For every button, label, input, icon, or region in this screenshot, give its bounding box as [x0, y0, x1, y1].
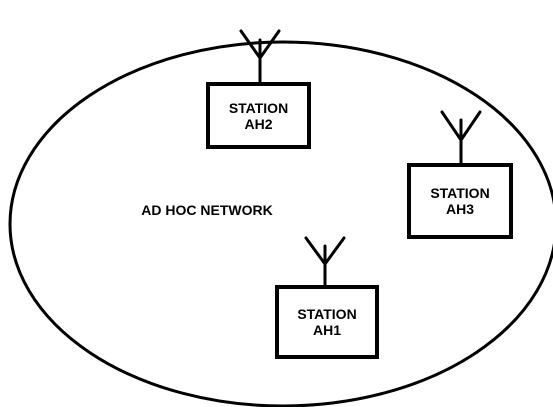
station-id: AH3 [445, 201, 474, 217]
station-box-ah1 [275, 285, 379, 359]
network-label: AD HOC NETWORK [141, 202, 273, 218]
station-box-ah2 [206, 82, 311, 149]
antenna-icon [304, 236, 346, 289]
station-id: AH2 [244, 115, 273, 132]
antenna-icon [239, 29, 281, 86]
station-name: STATION [430, 185, 490, 201]
antenna-icon [440, 110, 482, 167]
station-name: STATION [228, 99, 289, 116]
station-label-ah1: STATION AH1 [277, 287, 377, 357]
network-boundary [8, 40, 553, 407]
station-id: AH1 [312, 322, 341, 338]
station-label-ah3: STATION AH3 [409, 165, 511, 237]
station-box-ah3 [407, 163, 513, 239]
station-name: STATION [297, 306, 357, 322]
station-label-ah2: STATION AH2 [208, 84, 309, 147]
